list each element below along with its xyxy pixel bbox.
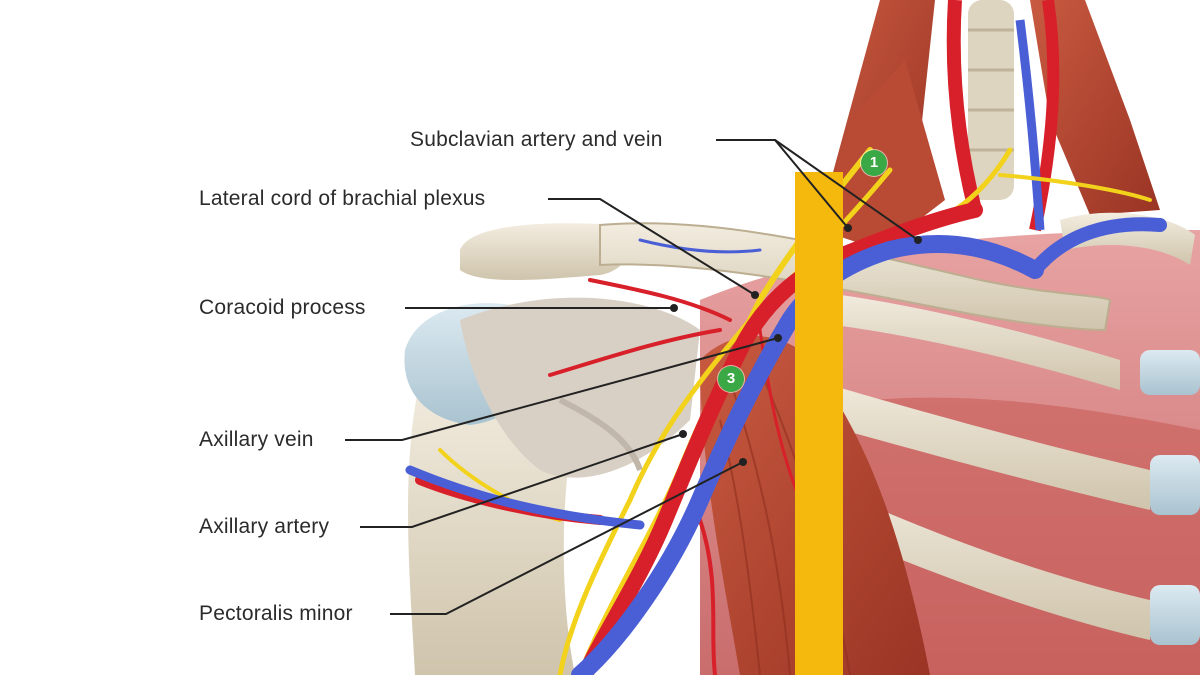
leader-axillary-artery <box>360 433 684 528</box>
rib-1 <box>790 290 1120 390</box>
label-lateral-cord: Lateral cord of brachial plexus <box>199 187 486 210</box>
rib-2 <box>770 370 1150 510</box>
leader-lateral-cord <box>548 198 756 296</box>
acromion <box>460 223 631 280</box>
label-axillary-vein: Axillary vein <box>199 428 314 451</box>
veins <box>405 217 1167 675</box>
leader-subclavian-2 <box>774 139 919 241</box>
leader-pectoralis-minor <box>390 461 744 615</box>
leader-dots <box>670 224 922 466</box>
leader-lines <box>345 139 919 615</box>
badge-part-1: 1 <box>861 150 887 176</box>
leader-axillary-vein <box>345 337 779 441</box>
label-coracoid-process: Coracoid process <box>199 296 366 319</box>
label-subclavian-artery-and-vein: Subclavian artery and vein <box>410 128 663 151</box>
label-axillary-artery: Axillary artery <box>199 515 330 538</box>
neck-muscle-right <box>1030 0 1160 215</box>
label-pectoralis-minor: Pectoralis minor <box>199 602 353 625</box>
badge-part-3: 3 <box>718 366 744 392</box>
marker-bar <box>795 172 843 675</box>
scapula <box>460 297 700 478</box>
